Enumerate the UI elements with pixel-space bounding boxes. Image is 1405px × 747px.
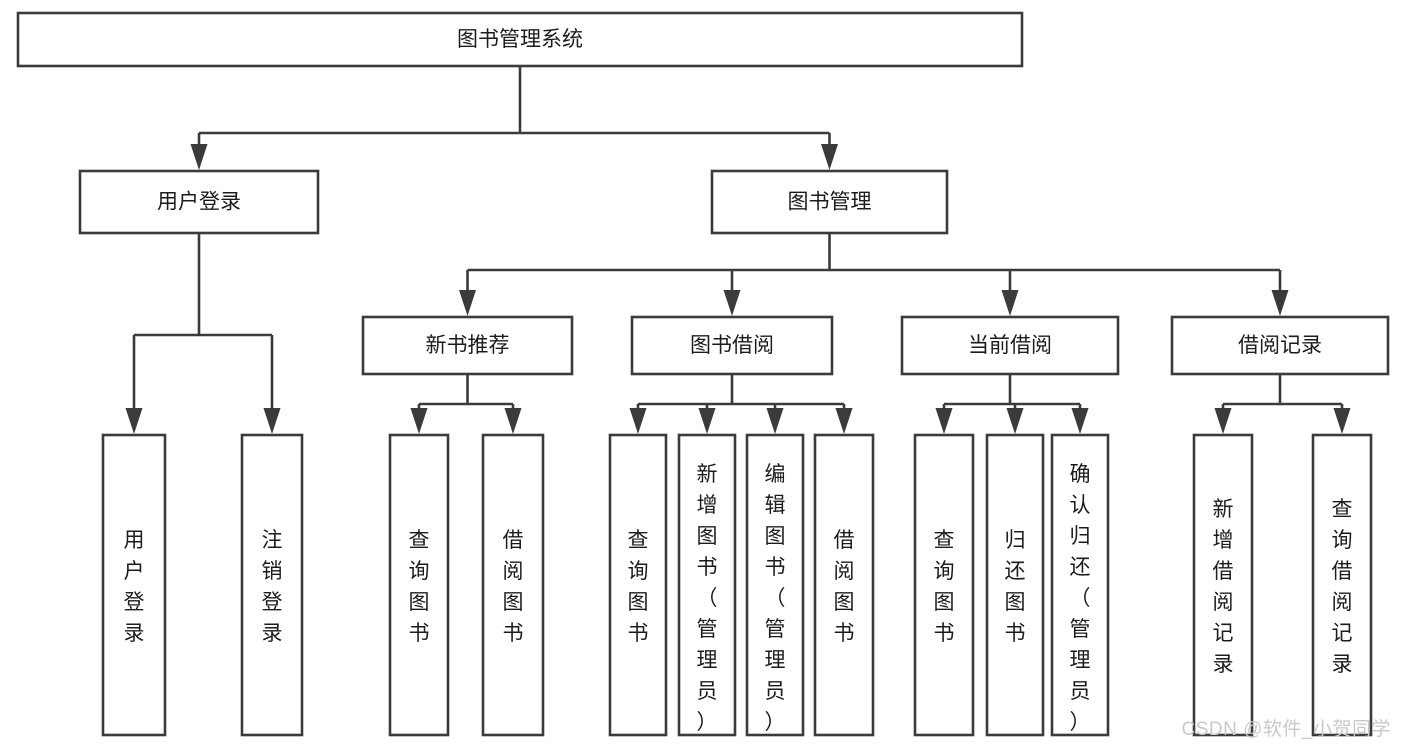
node-leaf-add-record[interactable]: 新增借阅记录 xyxy=(1192,433,1254,737)
node-box xyxy=(677,433,737,737)
node-label: 编辑图书（管理员） xyxy=(765,463,786,734)
node-label: 当前借阅 xyxy=(968,334,1052,357)
node-user-login[interactable]: 用户登录 xyxy=(78,169,320,235)
node-leaf-user-login[interactable]: 用户登录 xyxy=(101,433,167,737)
node-label: 用户登录 xyxy=(157,191,241,214)
node-box xyxy=(985,433,1045,737)
node-label: 归还图书 xyxy=(1005,529,1026,645)
node-box xyxy=(900,315,1120,376)
node-root[interactable]: 图书管理系统 xyxy=(16,11,1024,68)
arrow-head-icon xyxy=(1071,408,1089,434)
node-box xyxy=(388,433,450,737)
arrow-head-icon xyxy=(935,408,953,434)
node-box xyxy=(913,433,975,737)
arrow-head-icon xyxy=(504,408,522,434)
arrow-head-icon xyxy=(190,144,208,170)
node-book-borrow[interactable]: 图书借阅 xyxy=(630,315,834,376)
arrow-head-icon xyxy=(410,408,428,434)
node-label: 查询图书 xyxy=(934,529,955,645)
arrow-head-icon xyxy=(1006,408,1024,434)
arrow-head-icon xyxy=(698,408,716,434)
node-label: 注销登录 xyxy=(262,529,283,645)
arrow-head-icon xyxy=(1001,290,1019,316)
node-label: 借阅图书 xyxy=(503,529,524,645)
node-label: 新增图书（管理员） xyxy=(697,463,718,734)
node-new-book-rec[interactable]: 新书推荐 xyxy=(361,315,574,376)
node-label: 查询图书 xyxy=(628,529,649,645)
node-box xyxy=(240,433,304,737)
node-leaf-logout[interactable]: 注销登录 xyxy=(240,433,304,737)
arrow-head-icon xyxy=(263,408,281,434)
node-label: 新增借阅记录 xyxy=(1213,498,1234,676)
node-label: 图书管理 xyxy=(788,191,872,214)
node-leaf-return-book[interactable]: 归还图书 xyxy=(985,433,1045,737)
arrow-head-icon xyxy=(125,408,143,434)
node-label: 借阅图书 xyxy=(834,529,855,645)
node-box xyxy=(710,169,949,235)
node-label: 借阅记录 xyxy=(1238,334,1322,357)
arrow-head-icon xyxy=(821,144,838,170)
node-box xyxy=(1050,433,1110,737)
arrow-head-icon xyxy=(723,290,741,316)
node-layer: 图书管理系统用户登录图书管理新书推荐图书借阅当前借阅借阅记录用户登录注销登录查询… xyxy=(16,11,1390,737)
node-label: 查询图书 xyxy=(409,529,430,645)
node-leaf-query-book-2[interactable]: 查询图书 xyxy=(608,433,668,737)
node-current-borrow[interactable]: 当前借阅 xyxy=(900,315,1120,376)
node-box xyxy=(1192,433,1254,737)
node-leaf-query-book-3[interactable]: 查询图书 xyxy=(913,433,975,737)
node-book-manage[interactable]: 图书管理 xyxy=(710,169,949,235)
node-borrow-record[interactable]: 借阅记录 xyxy=(1170,315,1390,376)
node-box xyxy=(1311,433,1373,737)
node-box xyxy=(78,169,320,235)
node-box xyxy=(361,315,574,376)
node-label: 确认归还（管理员） xyxy=(1070,463,1091,734)
node-box xyxy=(608,433,668,737)
node-leaf-borrow-book-2[interactable]: 借阅图书 xyxy=(813,433,875,737)
node-label: 图书管理系统 xyxy=(457,28,583,51)
node-box xyxy=(1170,315,1390,376)
arrow-head-icon xyxy=(766,408,784,434)
node-leaf-confirm-return[interactable]: 确认归还（管理员） xyxy=(1050,433,1110,737)
node-box xyxy=(16,11,1024,68)
arrow-head-icon xyxy=(1214,408,1232,434)
node-leaf-edit-book[interactable]: 编辑图书（管理员） xyxy=(745,433,805,737)
node-leaf-query-record[interactable]: 查询借阅记录 xyxy=(1311,433,1373,737)
arrow-head-icon xyxy=(1271,290,1289,316)
node-label: 用户登录 xyxy=(124,529,145,645)
arrow-head-icon xyxy=(459,290,476,316)
node-label: 查询借阅记录 xyxy=(1332,498,1353,676)
node-box xyxy=(101,433,167,737)
node-box xyxy=(481,433,545,737)
node-box xyxy=(813,433,875,737)
node-label: 图书借阅 xyxy=(690,334,774,357)
arrow-head-icon xyxy=(629,408,647,434)
node-leaf-query-book-1[interactable]: 查询图书 xyxy=(388,433,450,737)
node-leaf-borrow-book-1[interactable]: 借阅图书 xyxy=(481,433,545,737)
node-box xyxy=(630,315,834,376)
node-leaf-add-book[interactable]: 新增图书（管理员） xyxy=(677,433,737,737)
node-label: 新书推荐 xyxy=(426,334,510,357)
connector-layer xyxy=(125,66,1351,434)
arrow-head-icon xyxy=(835,408,853,434)
arrow-head-icon xyxy=(1333,408,1351,434)
node-box xyxy=(745,433,805,737)
